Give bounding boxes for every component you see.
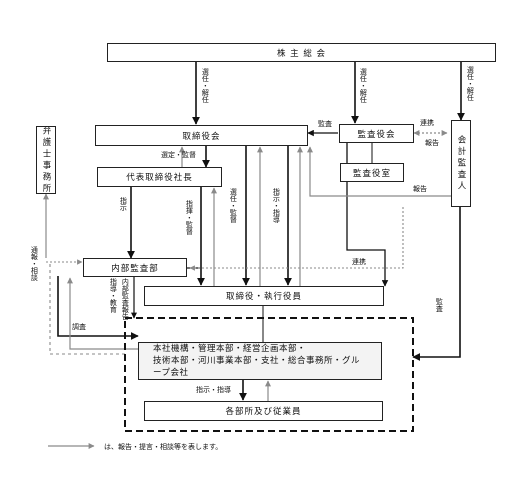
box-president: 代表取締役社長 (97, 167, 222, 187)
label-cooperation-mid: 連携 (352, 258, 366, 266)
label-appoint-dismiss-3: 選任・解任 (466, 66, 475, 101)
box-staff: 各部所及び従業員 (144, 401, 383, 421)
box-shareholders-meeting: 株 主 総 会 (107, 43, 496, 62)
label-select-supervise: 選定・監督 (161, 151, 196, 159)
box-internal-audit: 内部監査部 (83, 258, 187, 277)
box-audit-board: 監査役会 (339, 124, 414, 143)
legend-text: は、報告・提言・相談等を表します。 (104, 443, 223, 451)
label-supervision-ab: 監査 (318, 120, 332, 128)
label-instruct-edu: 指導・教育 (109, 278, 118, 313)
box-executives: 取締役・執行役員 (144, 286, 384, 306)
label-supervision-right: 監査 (435, 298, 444, 312)
label-internal-report: 内部監査報告 (121, 278, 130, 320)
label-report-president: 報告 (413, 185, 427, 193)
arrow-cooperation-mid (189, 207, 404, 271)
label-appoint-supervise: 選任・監督 (229, 188, 238, 223)
arrow-hq-lawyer (49, 264, 125, 355)
label-guide-supervise: 指揮・監督 (185, 200, 194, 235)
headquarters-line-3: ープ会社 (153, 368, 189, 378)
headquarters-line-2: 技術本部・河川事業本部・支社・総合事務所・グル (153, 356, 361, 366)
headquarters-line-1: 本社機構・管理本部・経営企画本部・ (153, 344, 307, 354)
group-boundary (124, 317, 414, 432)
label-notice-consult: 通報・相談 (30, 246, 39, 281)
arrow-hq-internal (67, 277, 138, 350)
box-board-of-directors: 取締役会 (95, 125, 308, 146)
label-instruct-pres: 指示 (119, 197, 128, 211)
box-lawyer-office: 弁護士事務所 (36, 126, 56, 195)
label-instruct-guide-1: 指示・指導 (272, 188, 281, 223)
box-accounting-auditor: 会計監査人 (451, 120, 471, 207)
label-instruct-guide-2: 指示・指導 (196, 386, 231, 394)
label-appoint-dismiss-1: 選任・解任 (201, 68, 210, 103)
arrow-accounting-board (307, 146, 451, 197)
label-cooperation-top: 連携 (420, 119, 434, 127)
box-headquarters: 本社機構・管理本部・経営企画本部・ 技術本部・河川事業本部・支社・総合事務所・グ… (138, 342, 382, 380)
box-audit-office: 監査役室 (340, 163, 404, 182)
arrow-accounting-hq (412, 207, 461, 361)
label-investigation: 調査 (72, 323, 86, 331)
label-appoint-dismiss-2: 選任・解任 (359, 68, 368, 103)
arrow-internal-investigation (57, 276, 139, 340)
label-report-ab: 報告 (425, 139, 439, 147)
